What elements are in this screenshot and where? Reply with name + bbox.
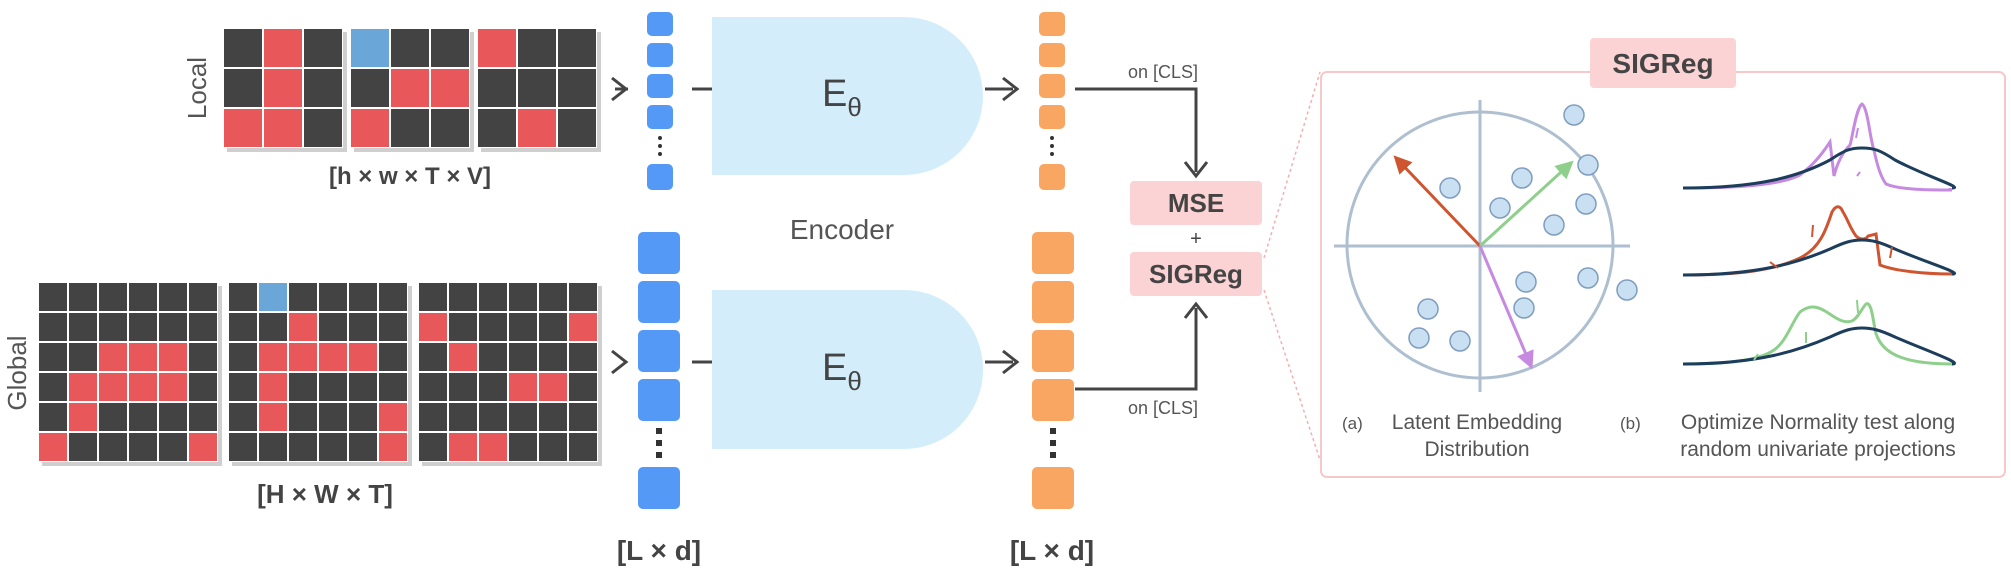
local-crop-2 xyxy=(350,28,474,152)
projection-curve-purple xyxy=(1682,102,1956,192)
encoder-top-symbol: Eθ xyxy=(822,73,862,122)
red-projection-arrow xyxy=(1393,155,1482,248)
global-orange-tokens xyxy=(1032,232,1074,509)
orange-token-shape-label: [L × d] xyxy=(1010,535,1094,566)
blue-token-shape-label: [L × d] xyxy=(617,535,701,566)
local-orange-tokens xyxy=(1039,12,1065,190)
local-shape-label: [h × w × T × V] xyxy=(329,163,491,190)
projection-curve-green xyxy=(1682,302,1956,366)
curve-adjust-arrows xyxy=(1753,127,1893,361)
global-crop-3 xyxy=(418,282,602,466)
sigreg-panel-title: SIGReg xyxy=(1612,48,1713,79)
mse-label: MSE xyxy=(1168,188,1224,218)
global-crop-1 xyxy=(38,282,222,466)
encoder-label: Encoder xyxy=(790,214,894,245)
global-to-tokens-arrow xyxy=(611,349,629,375)
projection-curve-red xyxy=(1682,205,1956,277)
local-label: Local xyxy=(182,57,212,119)
global-blue-tokens xyxy=(638,232,680,509)
sigreg-loss-box xyxy=(1130,252,1262,296)
caption-a-line2: Distribution xyxy=(1424,438,1529,461)
embedding-points xyxy=(1408,104,1638,352)
caption-b-line1: Optimize Normality test along xyxy=(1681,411,1955,434)
bottom-cls-connector xyxy=(1075,308,1198,391)
purple-projection-arrow xyxy=(1478,245,1534,370)
encoder-bottom xyxy=(712,290,984,449)
sigreg-panel-title-box xyxy=(1590,38,1736,88)
caption-a-marker: (a) xyxy=(1342,414,1363,433)
top-cls-connector xyxy=(1075,87,1198,172)
caption-b-marker: (b) xyxy=(1620,414,1641,433)
sigreg-loss-label: SIGReg xyxy=(1149,259,1243,289)
zoom-lines xyxy=(1263,71,1321,461)
mse-box xyxy=(1130,181,1262,225)
encoder-top xyxy=(712,17,983,175)
on-cls-top-label: on [CLS] xyxy=(1128,62,1198,82)
global-label: Global xyxy=(2,335,32,410)
encoder-bottom-symbol: Eθ xyxy=(822,347,862,396)
plus-sign: + xyxy=(1190,228,1202,250)
global-shape-label: [H × W × T] xyxy=(257,479,393,509)
local-crop-1 xyxy=(223,28,347,152)
caption-b-line2: random univariate projections xyxy=(1680,438,1955,461)
green-projection-arrow xyxy=(1478,160,1574,248)
local-blue-tokens xyxy=(647,12,673,190)
local-crop-3 xyxy=(477,28,601,152)
global-crop-2 xyxy=(228,282,412,466)
on-cls-bottom-label: on [CLS] xyxy=(1128,398,1198,418)
caption-a-line1: Latent Embedding xyxy=(1392,411,1562,434)
